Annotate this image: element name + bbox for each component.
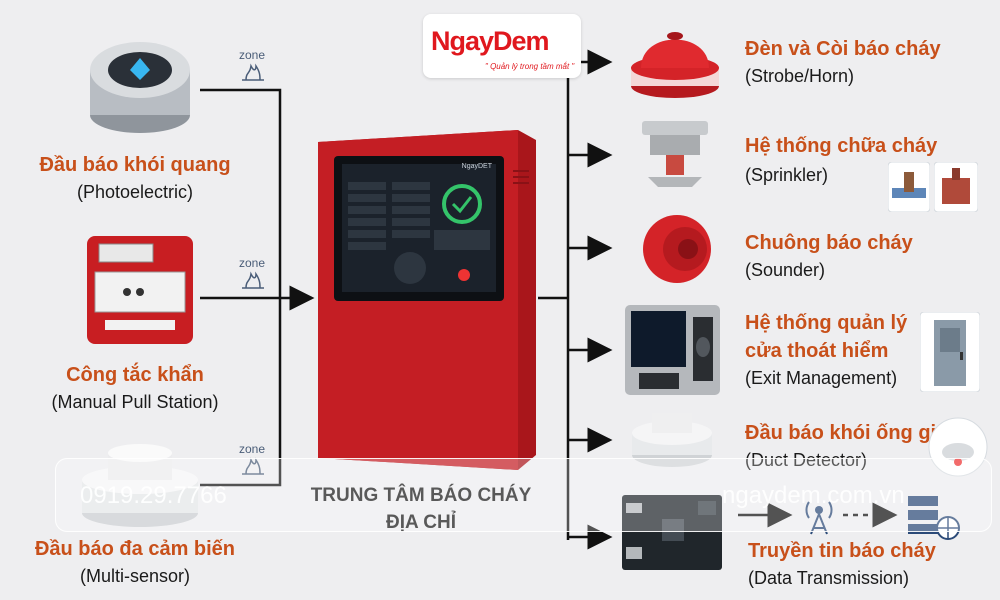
output-subtitle: (Sounder) — [745, 260, 826, 280]
output-subtitle: (Duct Detector) — [745, 450, 868, 470]
photoelectric-detector-image — [90, 42, 190, 133]
output-title: Đầu báo khói ống gió — [745, 422, 949, 444]
input-title: Công tắc khẩn — [66, 364, 204, 386]
output-title: Truyền tin báo cháy — [748, 540, 936, 562]
sounder-image — [643, 215, 711, 283]
zone-label-2: zone — [238, 256, 266, 270]
fire-alarm-control-panel-image — [318, 130, 536, 470]
server-network-icon — [908, 496, 960, 540]
watermark-phone: 0919.29.7766 — [80, 482, 227, 509]
zone-label-1: zone — [238, 48, 266, 62]
input-title: Đầu báo đa cảm biến — [34, 538, 236, 560]
output-subtitle: (Strobe/Horn) — [745, 66, 855, 86]
input-subtitle: (Multi-sensor) — [79, 566, 190, 586]
center-title-line2: ĐỊA CHỈ — [385, 512, 457, 533]
flame-icon — [242, 271, 264, 289]
output-title: Hệ thống chữa cháy — [745, 135, 938, 157]
ceiling-detector-icon — [928, 417, 988, 477]
multi-sensor-detector-image — [82, 444, 198, 527]
panel-screen-title: NgayDET — [461, 163, 492, 170]
transmission-module-image — [622, 495, 722, 570]
input-subtitle: (Manual Pull Station) — [51, 392, 219, 412]
output-title: Chuông báo cháy — [745, 232, 913, 254]
sprinkler-head-image — [642, 121, 708, 187]
access-control-terminal-image — [625, 305, 720, 395]
output-subtitle: (Sprinkler) — [745, 165, 829, 185]
input-title: Đầu báo khói quang — [39, 154, 231, 176]
brand-name: NgayDem — [431, 26, 550, 56]
gate-valve-icon — [934, 162, 978, 212]
watermark-band — [55, 458, 992, 532]
pipe-valve-icon — [888, 162, 930, 212]
zone-label-3: zone — [238, 442, 266, 456]
flame-icon — [242, 457, 264, 475]
manual-pull-station-image — [87, 236, 193, 344]
brand-slogan: " Quản lý trong tầm mắt " — [485, 62, 575, 71]
brand-logo: NgayDem " Quản lý trong tầm mắt " — [423, 14, 581, 78]
antenna-icon — [805, 501, 833, 535]
output-subtitle: (Data Transmission) — [748, 568, 910, 588]
strobe-horn-image — [631, 32, 719, 98]
flame-icon — [242, 63, 264, 81]
watermark-site: ngaydem.com.vn — [722, 482, 905, 509]
output-subtitle: (Exit Management) — [745, 368, 898, 388]
output-title-line2: cửa thoát hiểm — [745, 340, 889, 362]
output-title: Hệ thống quản lý — [745, 312, 908, 334]
output-title: Đèn và Còi báo cháy — [745, 38, 941, 60]
duct-detector-image — [632, 413, 712, 467]
input-subtitle: (Photoelectric) — [76, 182, 194, 202]
center-title-line1: TRUNG TÂM BÁO CHÁY — [310, 485, 532, 506]
exit-door-icon — [920, 312, 980, 392]
